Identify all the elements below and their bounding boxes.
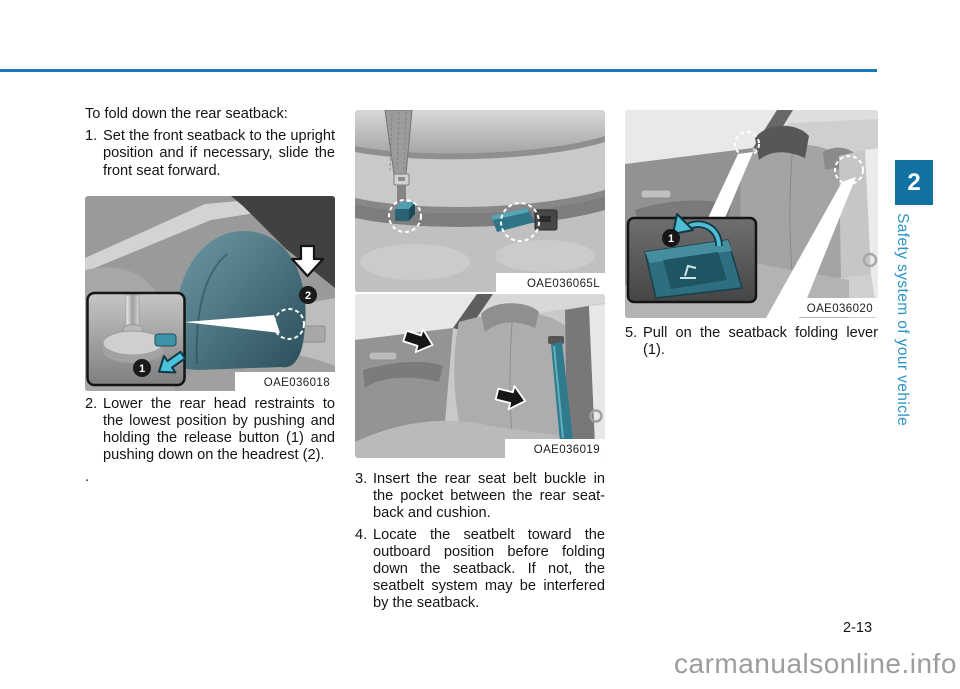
buckle-left (395, 202, 415, 221)
svg-text:OAE036065L: OAE036065L (527, 278, 600, 290)
figure-folding-lever: 1 OAE036020 (625, 110, 878, 318)
step-5-text: Pull on the seatback folding lever (1). (643, 325, 878, 359)
push-down-arrow-icon (290, 244, 325, 277)
figure-caption: OAE036019 (505, 439, 605, 458)
header-rule (0, 69, 877, 72)
figure-caption: OAE036018 (235, 371, 335, 391)
seatbelt-strap (384, 110, 413, 209)
chapter-number: 2 (907, 168, 921, 196)
figure-buckle-pockets: OAE036065L (355, 110, 605, 292)
step-3-text: Insert the rear seat belt buckle in the … (373, 471, 605, 522)
figure-caption: OAE036020 (777, 298, 878, 317)
folding-lever-illustration: 1 OAE036020 (625, 110, 878, 318)
step-4-text: Locate the seatbelt toward the outboard … (373, 526, 605, 612)
figure-belt-outboard: OAE036019 (355, 294, 605, 458)
svg-text:OAE036019: OAE036019 (534, 444, 600, 456)
step-1: 1. Set the front seatback to the upright… (85, 128, 335, 180)
highlight-circle-right (834, 155, 864, 185)
watermark: carmanualsonline.info (674, 648, 957, 679)
callout-badge-lever: 1 (662, 229, 680, 247)
position-arrow-left-icon (402, 328, 434, 353)
buckle-pockets-illustration: OAE036065L (355, 110, 605, 292)
outboard-seatbelt (548, 336, 573, 442)
buckle-right (491, 208, 558, 232)
step-1-number: 1. (85, 128, 98, 145)
svg-text:OAE036020: OAE036020 (807, 303, 873, 315)
inset-release-button: 1 (86, 291, 187, 387)
column-1: To fold down the rear seatback: 1. Set t… (85, 106, 335, 486)
headrest-illustration: 2 1 (85, 195, 335, 391)
step-2: 2. Lower the rear head restraints to the… (85, 396, 335, 465)
step-5: 5. Pull on the seatback folding lever (1… (625, 325, 878, 359)
callout-badge-headrest: 2 (299, 285, 317, 304)
step-1-text: Set the front seatback to the upright po… (103, 128, 335, 179)
release-button (154, 333, 177, 347)
intro-text: To fold down the rear seatback: (85, 106, 288, 122)
highlight-circle-right (500, 202, 540, 242)
svg-text:OAE036018: OAE036018 (264, 377, 330, 389)
press-arrow-icon (158, 350, 187, 374)
step-5-number: 5. (625, 325, 638, 341)
figure-headrest-lowering: 2 1 (85, 195, 335, 391)
callout-badge-button: 1 (133, 358, 151, 377)
sidebar-chapter-title: Safety system of your vehicle (894, 213, 911, 427)
fold-seat-icon (680, 264, 697, 279)
stray-period: . (85, 468, 90, 485)
highlight-circle (273, 307, 305, 340)
pull-arrow-icon (672, 213, 723, 247)
highlight-circle-left (734, 131, 760, 157)
page-number: 2-13 (843, 620, 873, 636)
svg-text:1: 1 (668, 233, 674, 245)
svg-text:1: 1 (139, 363, 145, 375)
column-2: OAE036065L (355, 110, 605, 617)
highlight-circle-left (388, 199, 422, 233)
step-4: 4. Locate the seatbelt toward the outboa… (355, 527, 605, 613)
headrest (174, 230, 306, 370)
belt-outboard-illustration: OAE036019 (355, 294, 605, 458)
step-2-text: Lower the rear head restraints to the lo… (103, 395, 335, 464)
chapter-tab: 2 (895, 160, 933, 205)
column-3: 1 OAE036020 5. Pull on the seatback fold… (625, 110, 878, 363)
tie-down-hook (862, 252, 878, 268)
inset-folding-lever: 1 (626, 213, 758, 304)
figure-caption: OAE036065L (496, 273, 605, 292)
position-arrow-right-icon (494, 385, 527, 411)
step-4-number: 4. (355, 526, 368, 543)
svg-text:2: 2 (305, 290, 311, 302)
step-3-number: 3. (355, 471, 368, 487)
step-2-number: 2. (85, 395, 98, 412)
tie-down-hook (589, 409, 603, 423)
step-3: 3. Insert the rear seat belt buckle in t… (355, 471, 605, 523)
folding-lever (663, 252, 727, 289)
